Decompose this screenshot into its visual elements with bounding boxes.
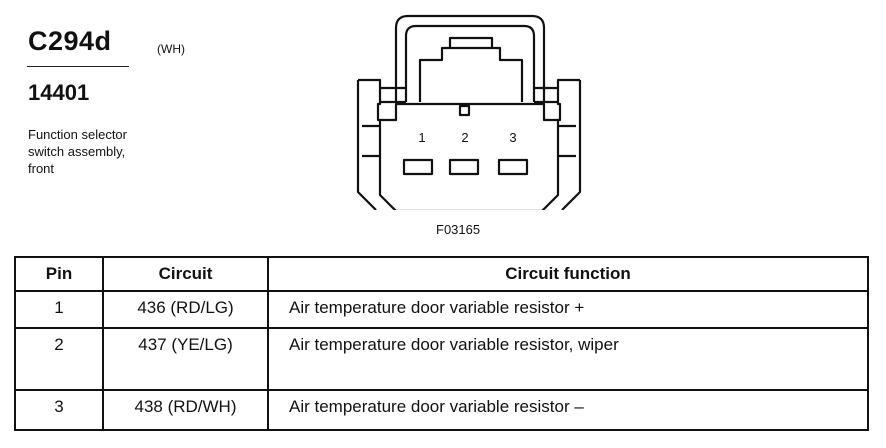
terminal-label: 3 xyxy=(509,130,516,145)
table-header-row: Pin Circuit Circuit function xyxy=(14,256,869,292)
connector-body-outline xyxy=(358,78,580,210)
key-marker xyxy=(458,104,471,117)
terminal-slot xyxy=(402,158,434,176)
latch-middle-loop xyxy=(404,24,536,102)
face-inner-edge xyxy=(380,102,558,122)
description-line: Function selector xyxy=(28,127,127,142)
latch-outer-loop xyxy=(394,14,546,102)
pin-cell: 3 xyxy=(14,389,104,431)
pin-cell: 1 xyxy=(14,290,104,329)
description-line: front xyxy=(28,161,55,176)
description-line: switch assembly, xyxy=(28,144,126,159)
connector-body-top-right xyxy=(561,80,582,210)
function-cell: Air temperature door variable resistor, … xyxy=(267,327,869,391)
latch-right-tab xyxy=(534,86,558,104)
latch-left-tab xyxy=(380,86,406,104)
circuit-cell: 436 (RD/LG) xyxy=(102,290,269,329)
table-row: 1 436 (RD/LG) Air temperature door varia… xyxy=(14,290,869,329)
title-rule xyxy=(27,66,129,67)
terminal-slot xyxy=(497,158,529,176)
face-left-ledge xyxy=(362,124,380,158)
latch-cap xyxy=(448,36,494,48)
component-description: Function selector switch assembly, front xyxy=(28,126,127,177)
figure-code: F03165 xyxy=(436,222,481,237)
header-pin: Pin xyxy=(14,256,104,292)
connector-body-top-left xyxy=(356,80,377,210)
connector-id: C294d xyxy=(28,26,112,56)
latch-inner-loop xyxy=(418,46,524,102)
circuit-cell: 438 (RD/WH) xyxy=(102,389,269,431)
function-cell: Air temperature door variable resistor + xyxy=(267,290,869,329)
connector-color: (WH) xyxy=(157,42,185,56)
table-row: 2 437 (YE/LG) Air temperature door varia… xyxy=(14,327,869,391)
part-number: 14401 xyxy=(28,80,90,105)
terminal-label: 2 xyxy=(461,130,468,145)
terminal-slot xyxy=(448,158,480,176)
connector-face-drawing: 1 2 3 xyxy=(356,14,582,210)
header-circuit: Circuit xyxy=(102,256,269,292)
pin-cell: 2 xyxy=(14,327,104,391)
header-function: Circuit function xyxy=(267,256,869,292)
face-right-ledge xyxy=(558,124,576,158)
circuit-cell: 437 (YE/LG) xyxy=(102,327,269,391)
terminal-label: 1 xyxy=(418,130,425,145)
table-row: 3 438 (RD/WH) Air temperature door varia… xyxy=(14,389,869,431)
function-cell: Air temperature door variable resistor – xyxy=(267,389,869,431)
pinout-table: Pin Circuit Circuit function 1 436 (RD/L… xyxy=(14,256,869,431)
